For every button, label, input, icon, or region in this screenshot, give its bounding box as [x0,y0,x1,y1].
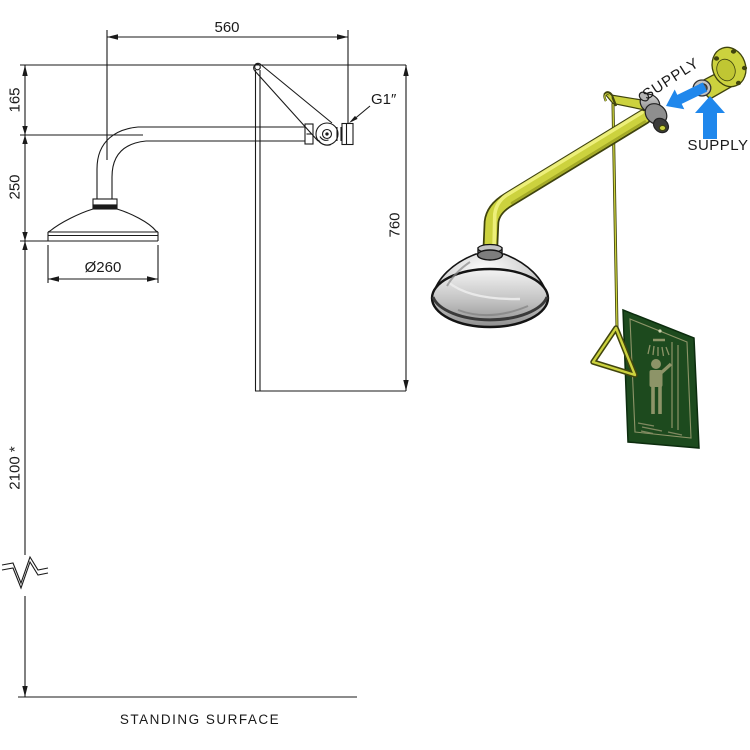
flange-bolt-holes [713,49,748,86]
supply-arrows [666,82,725,139]
dim-arm-length: 560 [214,19,239,36]
shower-arm-pipe [96,123,314,199]
sign-border [629,318,692,439]
shower-head-2d [47,198,159,242]
isometric-view: SUPPLY SUPPLY [430,46,748,449]
connection-size-label: G1″ [371,91,397,108]
shower-pictogram-icon [637,329,683,436]
dim-install-height: 2100 * [7,446,24,490]
pull-rod-side-view [254,70,261,391]
supply-pipe-3d [482,109,652,265]
break-symbol [1,555,49,585]
sign-fine-print-marks [637,422,683,436]
wall-fitting [336,122,354,146]
valve-assembly [603,91,670,134]
dim-head-diameter: Ø260 [85,259,122,276]
dim-head-drop: 250 [7,174,24,199]
lever-brace [253,62,333,142]
dimension-lines [1,36,407,697]
supply-arrow-diagonal-icon [666,82,708,110]
orthographic-view: 560 165 250 Ø260 760 2100 * G1″ STANDING… [1,19,409,727]
standing-surface-label: STANDING SURFACE [120,712,280,727]
safety-shower-sign [622,308,700,449]
dim-rod-length: 760 [387,212,404,237]
dimension-arrows [22,34,409,697]
dim-top-offset: 165 [7,87,24,112]
shower-head-3d [430,243,550,329]
extension-lines [18,30,406,698]
pivot-hinge [315,122,339,146]
supply-label-horizontal: SUPPLY [687,137,748,154]
supply-arrow-up-icon [695,96,725,139]
